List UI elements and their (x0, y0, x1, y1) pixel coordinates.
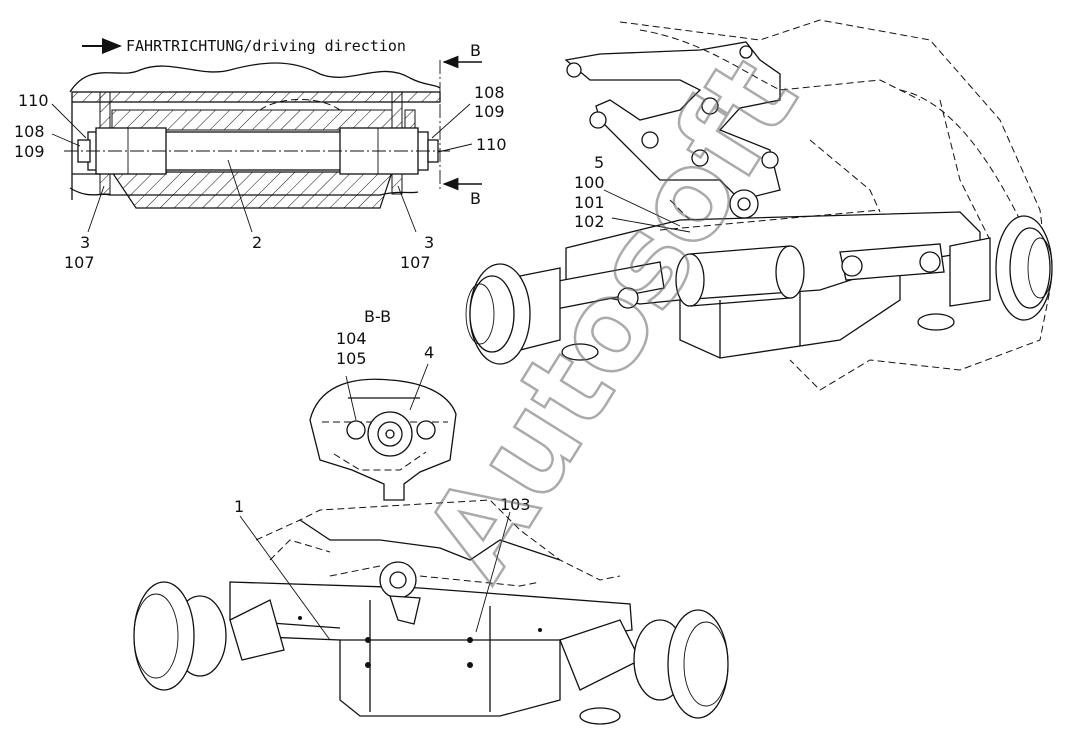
pin-section-view: FAHRTRICHTUNG/driving direction (14, 37, 507, 272)
label-101: 101 (574, 193, 605, 212)
lower-axle-assembly: 1 103 (133, 495, 729, 725)
label-108-right: 108 (474, 83, 505, 102)
cut-label-top: B (470, 41, 481, 60)
label-104: 104 (336, 329, 367, 348)
label-110-left: 110 (18, 91, 49, 110)
label-5: 5 (594, 153, 604, 172)
label-110-right: 110 (476, 135, 507, 154)
label-109-left: 109 (14, 142, 45, 161)
label-3-right: 3 (424, 233, 434, 252)
label-108-left: 108 (14, 122, 45, 141)
label-102: 102 (574, 212, 605, 231)
label-1: 1 (234, 497, 244, 516)
label-4: 4 (424, 343, 434, 362)
label-3-left: 3 (80, 233, 90, 252)
upper-axle-assembly: 5 100 101 102 (465, 19, 1053, 391)
label-2: 2 (252, 233, 262, 252)
label-107-left: 107 (64, 253, 95, 272)
label-103: 103 (500, 495, 531, 514)
label-100: 100 (574, 173, 605, 192)
label-105: 105 (336, 349, 367, 368)
section-bb-view: B-B 104 105 4 (309, 307, 457, 501)
section-title: B-B (364, 307, 391, 326)
label-109-right: 109 (474, 102, 505, 121)
label-107-right: 107 (400, 253, 431, 272)
direction-text: FAHRTRICHTUNG/driving direction (126, 37, 406, 55)
cut-label-bottom: B (470, 189, 481, 208)
